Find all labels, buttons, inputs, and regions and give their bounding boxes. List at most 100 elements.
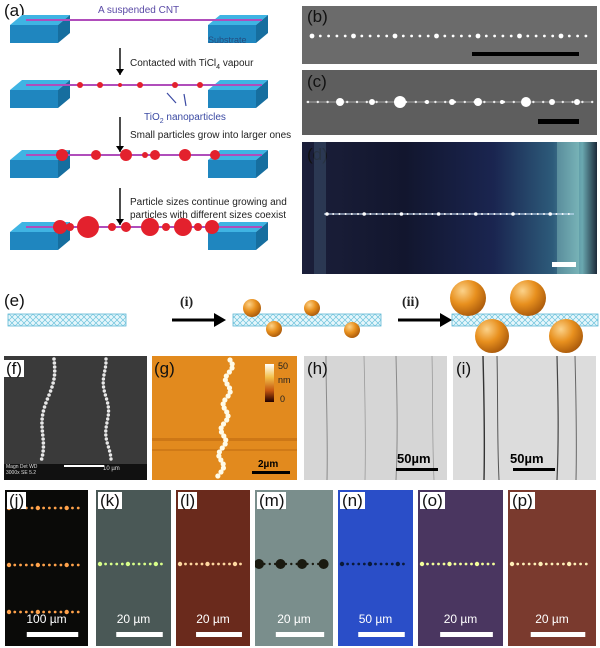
particle-dot <box>516 562 520 566</box>
particle-dot <box>426 34 430 38</box>
particle-dot <box>355 100 359 104</box>
scale-label-n: 50 µm <box>358 612 393 626</box>
particle-dot <box>474 98 482 106</box>
particle-dot <box>104 361 108 365</box>
particle-dot <box>394 213 397 215</box>
particle-dot <box>326 100 329 104</box>
particle-dot <box>450 213 452 215</box>
colorbar-g <box>265 364 274 402</box>
particle-dot <box>108 453 113 457</box>
particle-dot <box>475 33 481 39</box>
particle-dot <box>550 562 554 566</box>
particle-dot <box>226 385 233 391</box>
tio2-particle <box>174 218 192 236</box>
particle-dot <box>102 389 106 393</box>
particle-dot <box>390 562 394 566</box>
particle-dot <box>224 381 230 387</box>
particle-dot <box>447 561 452 567</box>
particle-dot <box>533 562 537 566</box>
particle-dot <box>343 34 347 38</box>
sem-scale-f: 10 µm <box>103 466 120 472</box>
particle-dot <box>325 212 329 216</box>
particle-dot <box>367 561 373 567</box>
tio2-particle <box>141 218 159 236</box>
particle-dot <box>52 357 56 361</box>
sphere-small <box>304 300 320 316</box>
particle-dot <box>385 34 389 38</box>
particle-dot <box>53 610 57 614</box>
particle-dot <box>220 465 227 471</box>
particle-dot <box>263 562 266 566</box>
particle-dot <box>379 562 383 566</box>
scale-bar-i <box>513 468 555 471</box>
scale-label-j: 100 µm <box>26 612 67 626</box>
particle-dot <box>395 561 401 567</box>
particle-dot <box>101 377 106 381</box>
particle-dot <box>412 213 415 215</box>
scale-label-h: 50µm <box>397 451 431 466</box>
particle-dot <box>350 213 353 215</box>
particle-dot <box>462 213 465 215</box>
particle-dot <box>52 365 57 369</box>
particle-dot <box>50 385 54 389</box>
particle-dot <box>449 99 455 105</box>
particle-dot <box>200 562 204 566</box>
scale-bar-m <box>275 632 325 637</box>
particle-dot <box>591 100 594 104</box>
particle-dot <box>103 393 108 397</box>
sem-image-c-features <box>306 96 594 124</box>
particle-dot <box>576 34 579 38</box>
particle-dot <box>104 433 108 437</box>
particle-dot <box>42 405 47 409</box>
sphere-small <box>243 299 261 317</box>
particle-dot <box>581 100 584 104</box>
particle-dot <box>184 562 187 566</box>
particle-dot <box>527 562 531 566</box>
particle-dot <box>425 100 429 104</box>
tio2-particle <box>150 150 160 160</box>
micrograph-p <box>508 490 596 646</box>
particle-dot <box>218 457 224 463</box>
particle-dot <box>339 561 345 567</box>
micrograph-features-o <box>419 561 495 637</box>
particle-dot <box>284 562 288 566</box>
particle-dot <box>483 100 486 104</box>
particle-dot <box>456 213 459 215</box>
tio2-particle <box>197 82 203 88</box>
particle-dot <box>474 212 478 216</box>
tio2-particle <box>77 216 99 238</box>
particle-dot <box>534 34 538 38</box>
particle-dot <box>410 34 413 38</box>
particle-dot <box>518 213 521 215</box>
sphere-small <box>266 321 282 337</box>
particle-dot <box>327 34 330 38</box>
particle-dot <box>30 506 34 510</box>
particle-dot <box>526 34 530 38</box>
particle-dot <box>232 561 238 567</box>
particle-dot <box>40 413 45 417</box>
tio2-particle <box>205 220 219 234</box>
particle-dot <box>222 562 226 566</box>
particle-dot <box>105 417 110 421</box>
panel-label-a: (a) <box>4 1 25 20</box>
particle-dot <box>556 562 560 566</box>
particle-dot <box>41 409 46 413</box>
particle-dot <box>59 563 63 567</box>
particle-dot <box>374 562 377 566</box>
micrograph-m <box>255 490 333 646</box>
particle-dot <box>229 365 235 371</box>
particle-dot <box>220 421 227 427</box>
particle-dot <box>297 559 308 569</box>
particle-dot <box>153 561 159 567</box>
particle-dot <box>52 361 57 365</box>
substrate-text: Substrate <box>208 35 247 45</box>
particle-dot <box>105 441 109 445</box>
particle-dot <box>392 33 398 39</box>
particle-dot <box>109 457 113 461</box>
particle-dot <box>115 562 119 566</box>
scale-bar-h <box>396 468 438 471</box>
particle-dot <box>109 562 113 566</box>
particle-dot <box>71 563 74 567</box>
particle-dot <box>524 213 527 215</box>
cnt-tube-1 <box>7 313 127 327</box>
